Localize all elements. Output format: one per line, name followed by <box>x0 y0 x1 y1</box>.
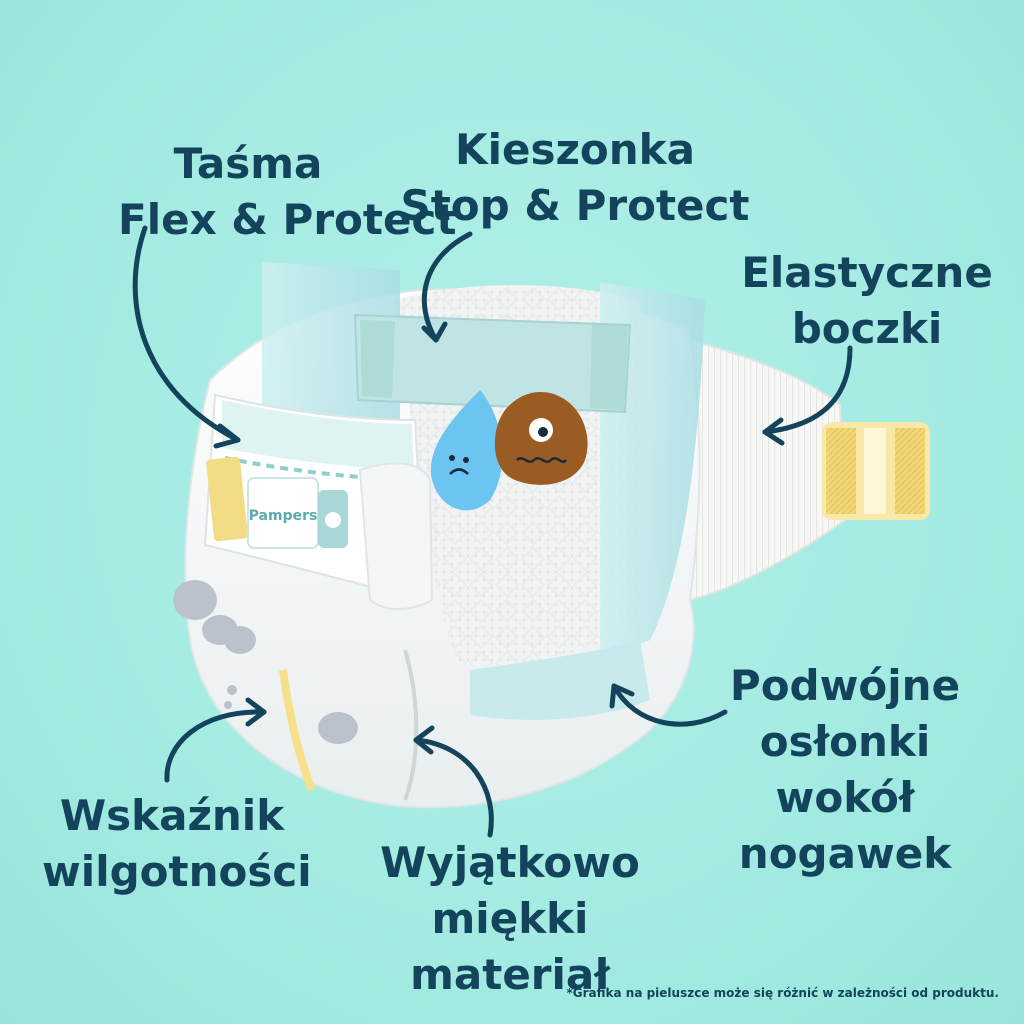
footnote: *Grafika na pieluszce może się różnić w … <box>566 986 999 1000</box>
label-line: Flex & Protect <box>118 195 457 244</box>
label-line: Podwójne <box>729 661 961 710</box>
arrow-podwojne <box>609 683 728 727</box>
pampers-logo-icon: Pampers <box>249 508 318 524</box>
pocket-panels <box>262 262 705 720</box>
label-line: nogawek <box>738 829 952 878</box>
pee-drop-character-icon <box>430 390 503 511</box>
label-line: miękki <box>431 894 589 943</box>
flex-protect-waistband: Pampers <box>203 393 434 610</box>
elephant-print-icon <box>173 580 358 744</box>
label-stop-protect-pocket: Kieszonka Stop & Protect <box>395 122 755 234</box>
label-line: wilgotności <box>42 847 312 896</box>
label-line: materiał <box>410 950 610 999</box>
label-line: Elastyczne <box>741 248 993 297</box>
leg-cuff-line <box>403 649 419 801</box>
wetness-indicator-line <box>279 669 316 792</box>
arrow-wyjatkowo <box>413 725 494 838</box>
elastic-side-panel <box>689 338 930 602</box>
label-extra-soft-material: Wyjątkowo miękki materiał <box>370 835 650 1003</box>
arrow-kieszonka <box>421 231 473 343</box>
arrow-elastyczne <box>762 345 853 446</box>
label-line: Wskaźnik <box>59 791 285 840</box>
label-line: Kieszonka <box>455 125 695 174</box>
label-wetness-indicator: Wskaźnik wilgotności <box>42 788 312 900</box>
arrow-wskaznik <box>164 697 267 783</box>
label-line: Wyjątkowo <box>380 838 640 887</box>
label-double-leg-cuffs: Podwójne osłonki wokół nogawek <box>720 658 970 882</box>
label-line: wokół <box>775 773 915 822</box>
label-line: osłonki <box>759 717 931 766</box>
label-line: Stop & Protect <box>400 181 750 230</box>
label-line: Taśma <box>173 139 323 188</box>
arrow-tasma <box>132 225 241 449</box>
label-flex-protect-tape: Taśma Flex & Protect <box>118 136 457 248</box>
poo-drop-character-icon <box>494 392 588 485</box>
label-line: boczki <box>791 304 943 353</box>
label-elastic-sides: Elastyczne boczki <box>722 245 1012 357</box>
